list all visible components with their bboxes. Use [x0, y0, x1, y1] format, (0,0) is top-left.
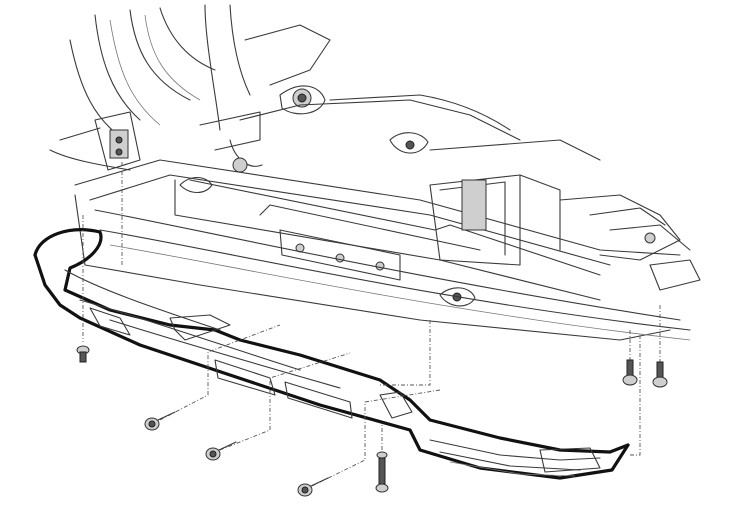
air-dam-screw-3 [297, 477, 329, 497]
front-bumper-fascia [74, 194, 691, 341]
radiator-support [74, 159, 681, 307]
right-fender-bracket [559, 194, 701, 291]
front-air-dam [33, 228, 630, 480]
suspension-arm [199, 24, 601, 173]
wheel-well-liner [69, 4, 251, 141]
air-dam-screw-2 [205, 441, 237, 461]
air-dam-screw-1 [144, 411, 176, 431]
air-dam-bolt-right-2 [652, 361, 668, 388]
air-dam-push-pin-center [375, 451, 389, 493]
leader-lines [82, 162, 661, 487]
frame-rail-left [49, 111, 141, 171]
air-dam-push-pin-left [76, 345, 90, 363]
air-dam-bolt-right-1 [622, 359, 638, 386]
